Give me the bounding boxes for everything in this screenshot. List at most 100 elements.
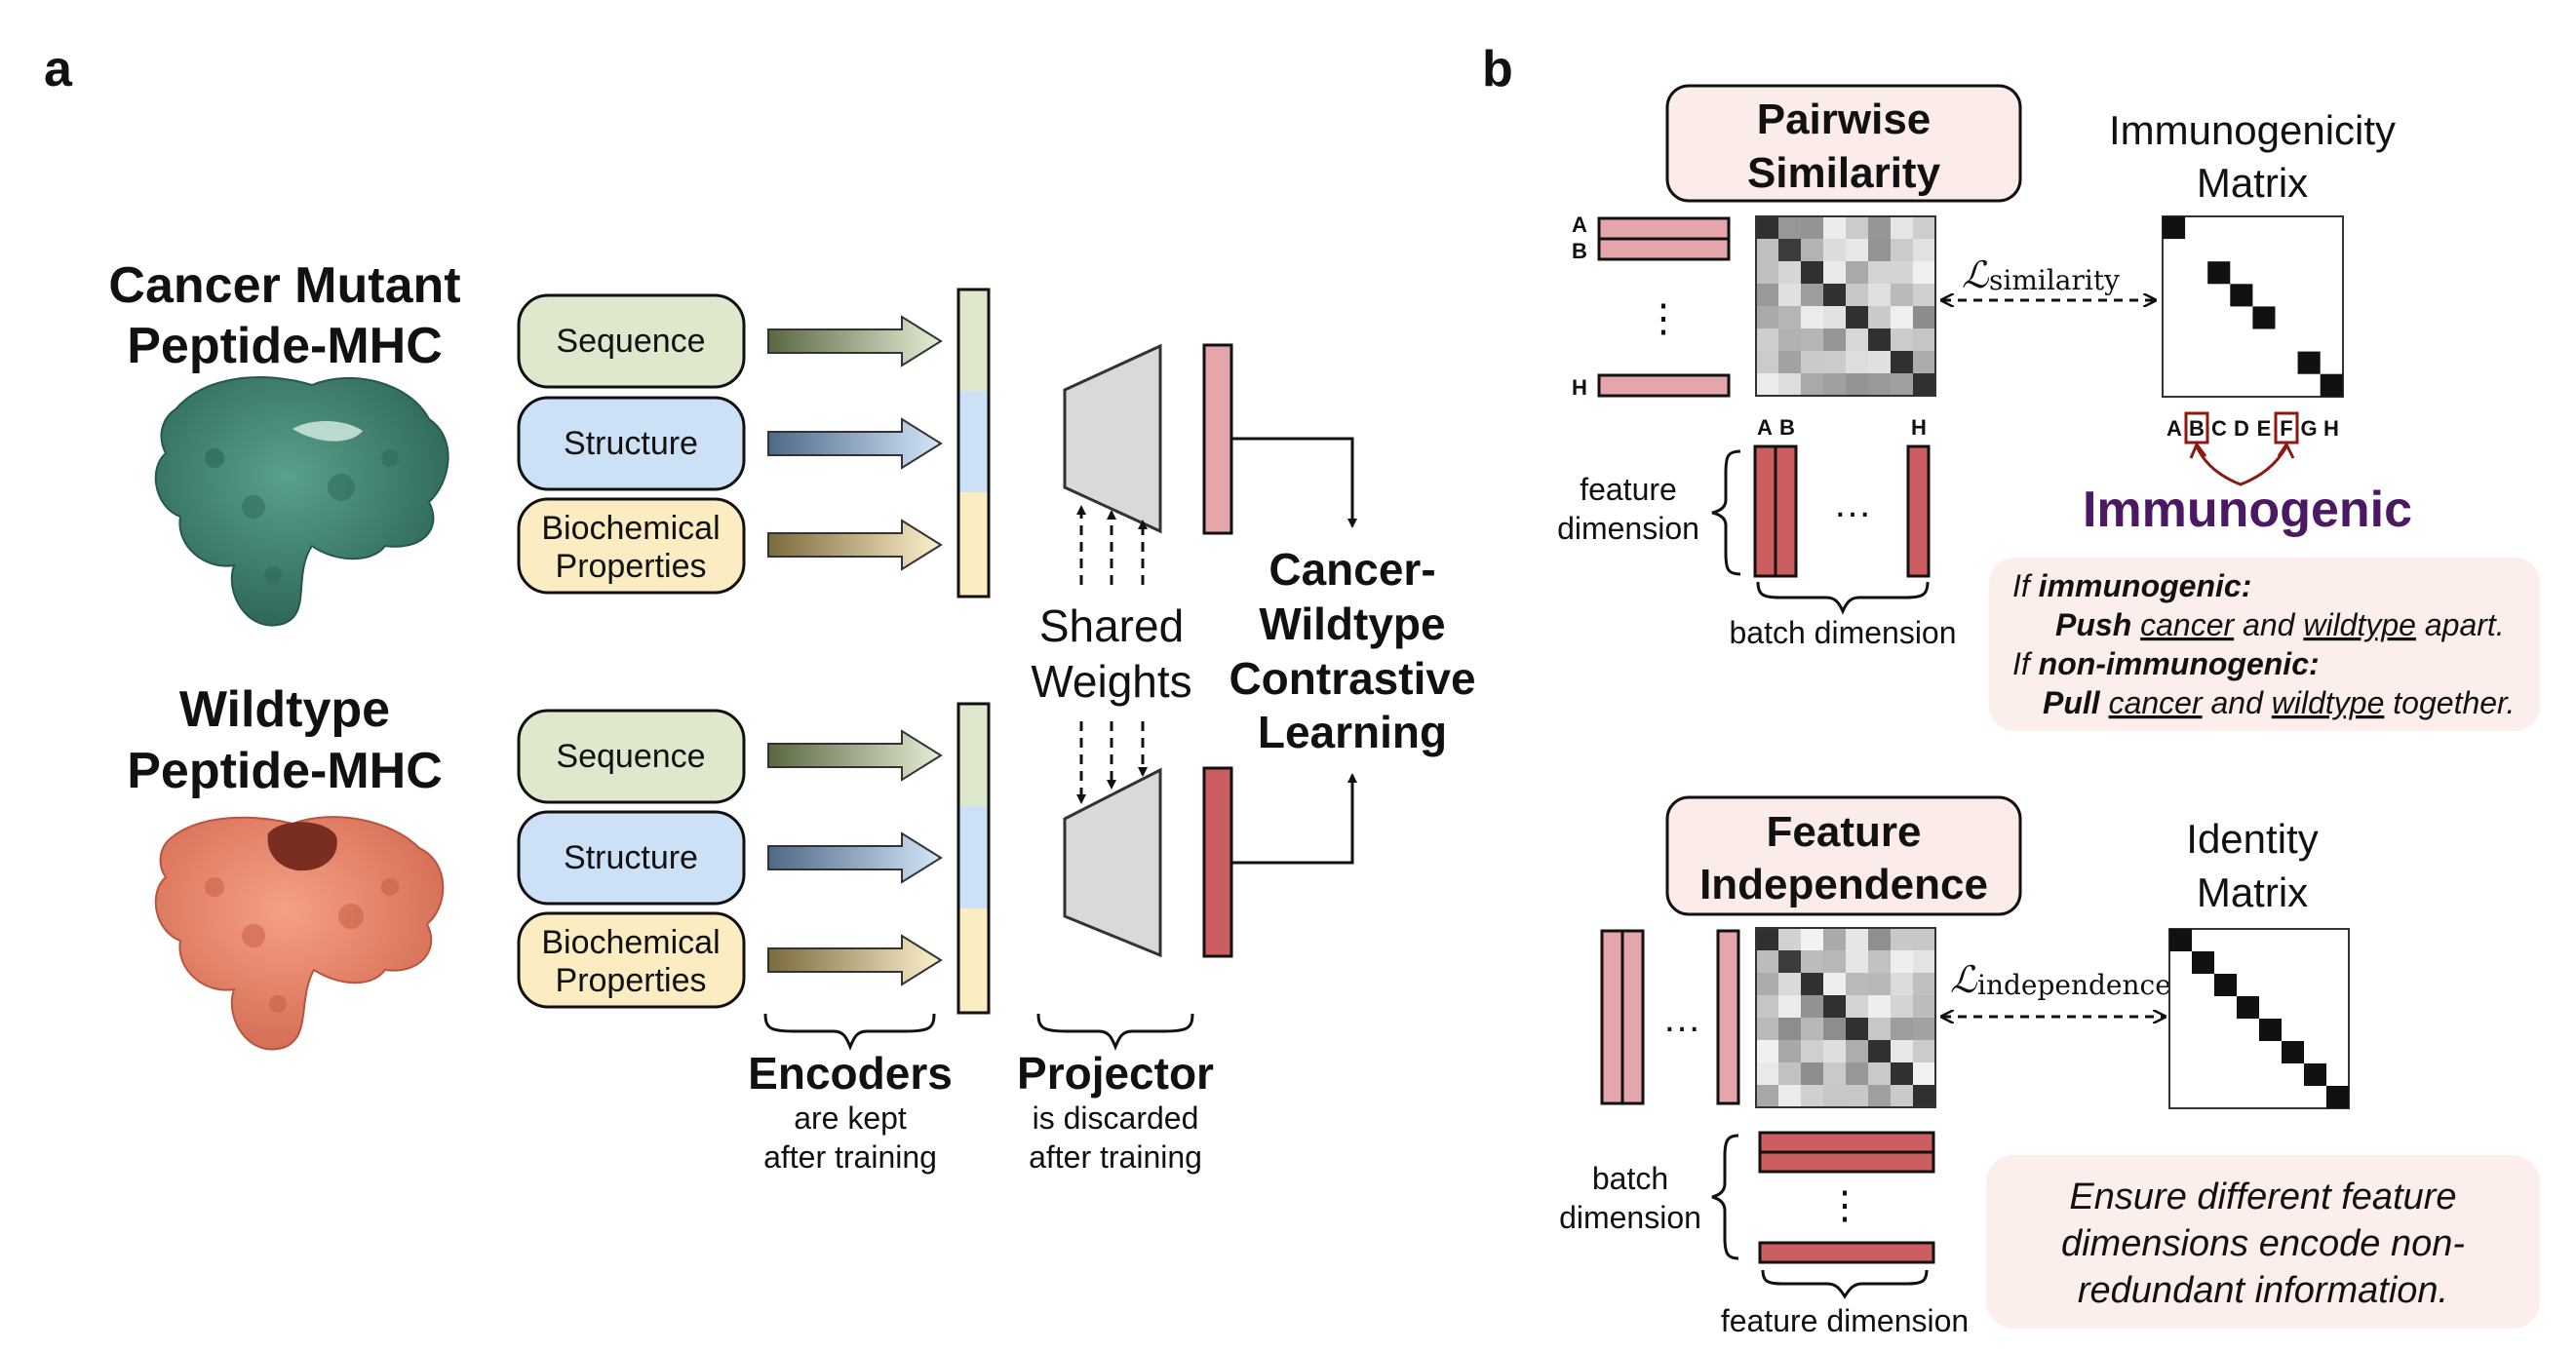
col-embedding-h: [1906, 444, 1931, 578]
heatmap-cell: [1756, 973, 1778, 995]
heatmap-cell: [1913, 239, 1935, 261]
pair-arrowhead-left: [2189, 442, 2207, 459]
heatmap-cell: [1846, 216, 1868, 239]
matrix-cell: [2297, 351, 2321, 374]
encoders-title: Encoders: [748, 1048, 953, 1099]
projector-brace: [1036, 1013, 1194, 1052]
col-embedding-a: [1753, 444, 1777, 578]
heatmap-cell: [1823, 995, 1846, 1018]
heatmap-cell: [1801, 239, 1823, 261]
heatmap-cell: [1846, 373, 1868, 396]
heatmap-cell: [1778, 1085, 1801, 1107]
heatmap-cell: [1756, 216, 1778, 239]
heatmap-cell: [1778, 973, 1801, 995]
feature-independence-box: [1665, 795, 2022, 916]
heatmap-cell: [1823, 973, 1846, 995]
heatmap-cell: [1913, 973, 1935, 995]
heatmap-cell: [1801, 284, 1823, 306]
arrow-structure-wildtype: [767, 831, 943, 884]
heatmap-cell: [1756, 261, 1778, 284]
heatmap-cell: [1868, 1085, 1891, 1107]
heatmap-cell: [1801, 1040, 1823, 1062]
heatmap-cell: [1891, 216, 1913, 239]
matrix-cell: [2326, 1086, 2349, 1108]
immuno-axis-letters: A B C D E F G H: [2166, 416, 2339, 441]
concat-embedding-cancer: [956, 288, 991, 598]
structure-box-wildtype: [517, 810, 746, 906]
row-embedding-a: [1597, 216, 1731, 241]
heatmap-cell: [1801, 928, 1823, 950]
heatmap-cell: [1868, 216, 1891, 239]
rule-line-1: If immunogenic:: [2012, 568, 2251, 603]
identity-matrix-title-1: Identity: [2186, 816, 2318, 862]
heatmap-cell: [1868, 973, 1891, 995]
heatmap-cell: [1823, 306, 1846, 328]
fi-col-ellipsis: …: [1662, 997, 1701, 1040]
heatmap-cell: [1913, 328, 1935, 351]
axis-letter-e: E: [2257, 416, 2272, 441]
heatmap-cell: [1756, 928, 1778, 950]
projector-wildtype: [1063, 767, 1162, 958]
cancer-protein-image: [154, 376, 449, 627]
heatmap-cell: [1868, 928, 1891, 950]
heatmap-cell: [1868, 261, 1891, 284]
heatmap-cell: [1801, 950, 1823, 973]
heatmap-cell: [1891, 284, 1913, 306]
projector-title: Projector: [1017, 1048, 1214, 1099]
fi-col-embedding-2: [1620, 929, 1645, 1105]
heatmap-cell: [1756, 1040, 1778, 1062]
sequence-label-cancer: Sequence: [556, 323, 705, 360]
shared-weights-line2: Weights: [1031, 656, 1191, 707]
similarity-heatmap: [1755, 215, 1936, 397]
heatmap-cell: [1891, 373, 1913, 396]
heatmap-cell: [1801, 261, 1823, 284]
heatmap-cell: [1756, 1062, 1778, 1085]
matrix-cell: [2207, 261, 2231, 285]
heatmap-cell: [1801, 1085, 1823, 1107]
heatmap-cell: [1823, 950, 1846, 973]
heatmap-cell: [1868, 306, 1891, 328]
fi-row-embedding-last: [1758, 1241, 1935, 1264]
heatmap-cell: [1778, 373, 1801, 396]
axis-letter-d: D: [2234, 416, 2249, 441]
matrix-cell: [2304, 1063, 2326, 1086]
rule-l2-d: wildtype: [2303, 607, 2416, 642]
biochem-label-cancer-1: Biochemical: [541, 510, 720, 547]
heatmap-cell: [1846, 328, 1868, 351]
row-label-b: B: [1572, 239, 1587, 263]
heatmap-cell: [1891, 1062, 1913, 1085]
row-embedding-b: [1597, 237, 1731, 261]
panel-a-label: a: [44, 41, 73, 97]
sequence-box-cancer: [517, 293, 746, 389]
heatmap-cell: [1868, 351, 1891, 373]
heatmap-cell: [1846, 928, 1868, 950]
identity-matrix-cells: [2169, 929, 2349, 1108]
rule-l2-a: Push: [2055, 607, 2140, 642]
panel-b-label: b: [1482, 41, 1513, 97]
loss-similarity-subscript: similarity: [1989, 264, 2120, 296]
heatmap-cell: [1913, 306, 1935, 328]
heatmap-cell: [1801, 1018, 1823, 1040]
heatmap-cell: [1823, 1062, 1846, 1085]
col-label-a: A: [1757, 415, 1773, 440]
heatmap-cell: [1846, 1062, 1868, 1085]
connector-cancer-to-contrastive: [1231, 437, 1357, 528]
rule-l4-a: Pull: [2043, 685, 2109, 720]
heatmap-cell: [1756, 950, 1778, 973]
heatmap-cell: [1823, 261, 1846, 284]
pairwise-title-line2: Similarity: [1747, 149, 1941, 197]
heatmap-cell: [1868, 1040, 1891, 1062]
heatmap-cell: [1823, 239, 1846, 261]
row-embedding-h: [1597, 373, 1731, 398]
contrastive-line2: Wildtype: [1259, 598, 1445, 649]
matrix-cell: [2320, 373, 2343, 397]
matrix-cell: [2169, 929, 2192, 951]
heatmap-cell: [1913, 1062, 1935, 1085]
heatmap-frame: [1755, 215, 1936, 397]
ensure-box: [1986, 1155, 2540, 1329]
heatmap-cell: [1778, 1018, 1801, 1040]
projector-cancer: [1063, 343, 1162, 534]
heatmap-cell: [1756, 1018, 1778, 1040]
heatmap-cell: [1846, 1085, 1868, 1107]
